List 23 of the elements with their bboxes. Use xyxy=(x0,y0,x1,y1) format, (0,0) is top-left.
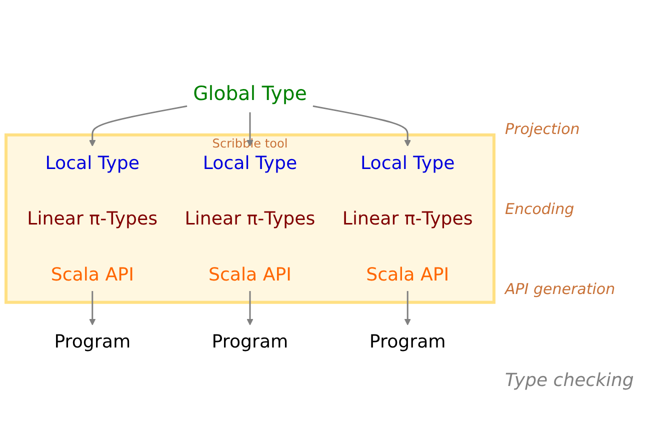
stage-label: API generation xyxy=(505,280,616,298)
arrow xyxy=(89,291,96,326)
arrow xyxy=(246,112,254,147)
stage-label: Encoding xyxy=(505,200,574,218)
node-text: Local Type xyxy=(202,152,298,174)
arrow xyxy=(246,291,254,326)
node-text: Program xyxy=(369,331,446,352)
node-text: Linear π-Types xyxy=(184,208,316,230)
node-text: Scala API xyxy=(50,264,134,286)
arrow xyxy=(312,105,411,147)
node-text: Linear π-Types xyxy=(342,208,473,230)
node-text: Linear π-Types xyxy=(27,208,158,230)
node-text: Program xyxy=(212,331,288,352)
node-text: Local Type xyxy=(360,152,455,174)
node-text: Global Type xyxy=(193,82,307,106)
node-text: Scala API xyxy=(366,264,450,286)
node-text: Scala API xyxy=(208,264,292,286)
arrow xyxy=(89,105,188,147)
node-text: Program xyxy=(54,331,131,352)
step-label: Type checking xyxy=(505,370,634,391)
arrow xyxy=(404,291,411,326)
node-text: Local Type xyxy=(45,152,140,174)
stage-label: Projection xyxy=(505,120,580,138)
